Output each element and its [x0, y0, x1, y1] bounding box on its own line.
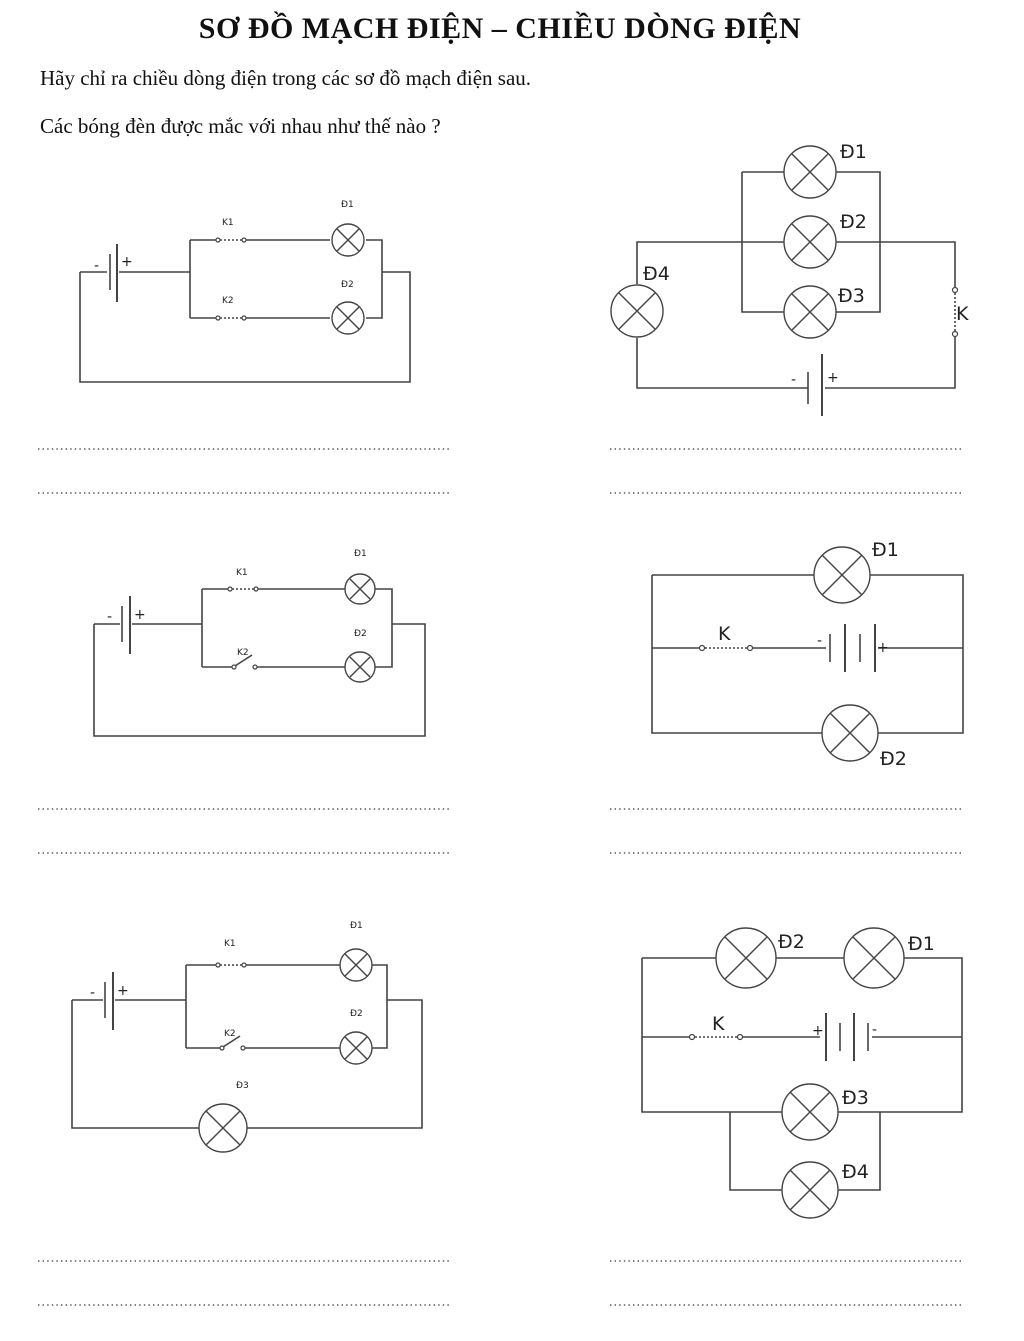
switch-k2-open — [219, 1035, 246, 1051]
circuit-diagram-4: Đ1 Đ2 K - + — [651, 539, 964, 770]
lamp-d2 — [783, 215, 837, 269]
lamp-d4-label: Đ4 — [643, 263, 670, 285]
instruction-line-2: Các bóng đèn được mắc với nhau như thế n… — [40, 114, 441, 138]
battery-plus-label: + — [121, 254, 133, 270]
battery-symbol — [825, 1013, 869, 1061]
circuit-diagram-2: Đ1 Đ2 Đ3 Đ4 K - + — [610, 141, 969, 416]
lamp-d1 — [339, 948, 373, 982]
switch-k1-label: K1 — [222, 218, 234, 228]
lamp-d3 — [781, 1083, 839, 1141]
switch-k — [688, 1033, 744, 1041]
switch-k1 — [215, 237, 247, 243]
battery-minus-label: - — [90, 985, 95, 1001]
switch-k2-open — [231, 654, 258, 670]
switch-k1-label: K1 — [224, 939, 236, 949]
lamp-d2-label: Đ2 — [354, 629, 367, 639]
switch-k-label: K — [712, 1013, 725, 1035]
answer-lines — [38, 448, 962, 1306]
lamp-d2 — [821, 704, 879, 762]
battery-plus-label: + — [827, 370, 839, 386]
battery-minus-label: - — [817, 633, 822, 649]
circuit-diagram-3: - + K1 K2 Đ1 Đ2 — [93, 549, 426, 737]
lamp-d2-label: Đ2 — [880, 748, 907, 770]
lamp-d1-label: Đ1 — [840, 141, 867, 163]
lamp-d4-label: Đ4 — [842, 1161, 869, 1183]
lamp-d2-label: Đ2 — [840, 211, 867, 233]
lamp-d1-label: Đ1 — [872, 539, 899, 561]
lamp-d3 — [198, 1103, 248, 1153]
switch-k-label: K — [718, 623, 731, 645]
switch-k2-label: K2 — [224, 1029, 236, 1039]
switch-k1-label: K1 — [236, 568, 248, 578]
lamp-d2 — [344, 651, 376, 683]
switch-k — [951, 286, 959, 338]
lamp-d2 — [715, 927, 777, 989]
lamp-d4 — [610, 284, 664, 338]
lamp-d2-label: Đ2 — [341, 280, 354, 290]
battery-plus-label: + — [117, 983, 129, 999]
switch-k1 — [215, 962, 247, 968]
switch-k-label: K — [956, 303, 969, 325]
battery-plus-label: + — [877, 640, 889, 656]
instruction-line-1: Hãy chỉ ra chiều dòng điện trong các sơ … — [40, 66, 532, 90]
lamp-d1 — [331, 223, 365, 257]
battery-minus-label: - — [791, 372, 796, 388]
circuit-diagram-1: - + K1 K2 Đ1 Đ2 — [79, 200, 411, 383]
battery-symbol — [807, 354, 823, 416]
circuit-diagram-5: - + K1 K2 Đ1 Đ2 Đ3 — [71, 921, 423, 1153]
lamp-d1 — [843, 927, 905, 989]
lamp-d1-label: Đ1 — [341, 200, 354, 210]
lamp-d1 — [344, 573, 376, 605]
battery-minus-label: - — [107, 609, 112, 625]
battery-plus-label: + — [812, 1023, 824, 1039]
switch-k2-label: K2 — [222, 296, 234, 306]
lamp-d2 — [339, 1031, 373, 1065]
battery-symbol — [109, 244, 118, 302]
battery-symbol — [104, 972, 114, 1030]
battery-plus-label: + — [134, 607, 146, 623]
lamp-d4 — [781, 1161, 839, 1219]
switch-k2 — [215, 315, 247, 321]
lamp-d3 — [783, 285, 837, 339]
lamp-d1 — [813, 546, 871, 604]
lamp-d2-label: Đ2 — [350, 1009, 363, 1019]
lamp-d2-label: Đ2 — [778, 931, 805, 953]
lamp-d1 — [783, 145, 837, 199]
switch-k — [698, 644, 754, 652]
switch-k2-label: K2 — [237, 648, 249, 658]
lamp-d2 — [331, 301, 365, 335]
lamp-d3-label: Đ3 — [236, 1081, 249, 1091]
lamp-d1-label: Đ1 — [350, 921, 363, 931]
battery-minus-label: - — [872, 1022, 877, 1038]
lamp-d1-label: Đ1 — [908, 933, 935, 955]
lamp-d1-label: Đ1 — [354, 549, 367, 559]
circuit-diagram-6: Đ2 Đ1 K + - Đ3 Đ4 — [641, 927, 963, 1219]
switch-k1 — [227, 586, 259, 592]
lamp-d3-label: Đ3 — [838, 285, 865, 307]
battery-symbol — [121, 596, 131, 654]
battery-symbol — [829, 624, 876, 672]
page-title: SƠ ĐỒ MẠCH ĐIỆN – CHIỀU DÒNG ĐIỆN — [198, 12, 802, 45]
battery-minus-label: - — [94, 258, 99, 274]
lamp-d3-label: Đ3 — [842, 1087, 869, 1109]
